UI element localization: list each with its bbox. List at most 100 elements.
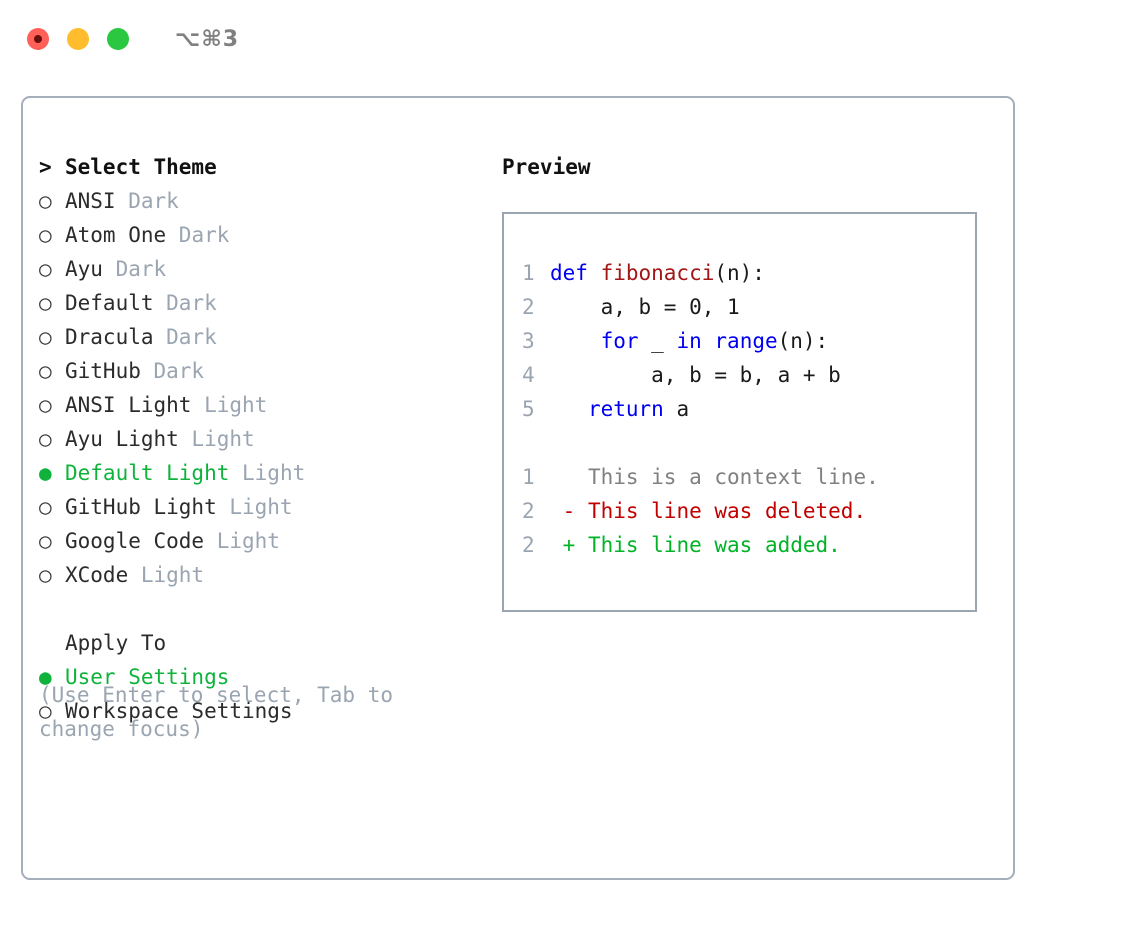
- line-number: 3: [522, 329, 535, 353]
- diff-line-del: 2 - This line was deleted.: [522, 494, 975, 528]
- preview-title: Preview: [502, 155, 591, 179]
- line-number: 1: [522, 261, 535, 285]
- radio-selected-icon: ●: [39, 665, 52, 689]
- theme-option-label: Google Code: [65, 529, 205, 553]
- theme-option-google-code[interactable]: ○ Google Code Light: [39, 524, 489, 558]
- code-token: a, b = b, a + b: [550, 363, 841, 387]
- line-number: 1: [522, 465, 535, 489]
- theme-list-header: >Select Theme: [39, 150, 489, 184]
- apply-to-options-list[interactable]: ●User Settings ○ Workspace Settings: [39, 660, 489, 728]
- code-line: 4 a, b = b, a + b: [522, 358, 975, 392]
- theme-picker-dialog: >Select Theme ○ANSI Dark○Atom One Dark○A…: [21, 96, 1015, 880]
- diff-line-add: 2 + This line was added.: [522, 528, 975, 562]
- radio-unselected-icon: ○: [39, 291, 52, 315]
- theme-option-default-light[interactable]: ● Default Light Light: [39, 456, 489, 490]
- code-line: 1 def fibonacci(n):: [522, 256, 975, 290]
- diff-marker: +: [550, 533, 588, 557]
- title-bar: ⌥⌘3: [0, 0, 1140, 78]
- theme-option-label: GitHub Light: [65, 495, 217, 519]
- theme-option-label: Default Light: [65, 461, 230, 485]
- minimize-window-button[interactable]: [67, 28, 89, 50]
- theme-option-default[interactable]: ○Default Dark: [39, 286, 489, 320]
- theme-option-dracula[interactable]: ○ Dracula Dark: [39, 320, 489, 354]
- radio-unselected-icon: ○: [39, 563, 52, 587]
- radio-unselected-icon: ○: [39, 529, 52, 553]
- theme-option-label: Ayu: [65, 257, 103, 281]
- radio-unselected-icon: ○: [39, 393, 52, 417]
- theme-option-github[interactable]: ○ GitHub Dark: [39, 354, 489, 388]
- theme-option-ayu-light[interactable]: ○ Ayu Light Light: [39, 422, 489, 456]
- theme-option-category: Dark: [166, 223, 230, 247]
- theme-option-label: ANSI: [65, 189, 116, 213]
- diff-line-ctx: 1 This is a context line.: [522, 460, 975, 494]
- apply-to-marker-placeholder: ·: [39, 626, 65, 660]
- theme-option-ayu[interactable]: ○Ayu Dark: [39, 252, 489, 286]
- apply-to-option-workspace-settings[interactable]: ○ Workspace Settings: [39, 694, 489, 728]
- zoom-window-button[interactable]: [107, 28, 129, 50]
- theme-option-label: ANSI Light: [65, 393, 192, 417]
- apply-to-title: Apply To: [65, 631, 167, 655]
- theme-option-category: Dark: [115, 189, 179, 213]
- theme-option-atom-one[interactable]: ○Atom One Dark: [39, 218, 489, 252]
- theme-option-category: Light: [229, 461, 306, 485]
- radio-unselected-icon: ○: [39, 427, 52, 451]
- code-diff-gap: [522, 426, 975, 460]
- radio-selected-icon: ●: [39, 461, 52, 485]
- close-window-button[interactable]: [27, 28, 49, 50]
- list-gap: [39, 592, 489, 626]
- code-line: 5 return a: [522, 392, 975, 426]
- code-token: [550, 329, 601, 353]
- line-number: 5: [522, 397, 535, 421]
- theme-option-xcode[interactable]: ○ XCode Light: [39, 558, 489, 592]
- theme-option-category: Light: [178, 427, 255, 451]
- line-number: 2: [522, 499, 535, 523]
- theme-option-label: Dracula: [65, 325, 154, 349]
- code-token: in: [676, 329, 702, 353]
- code-token: (n):: [714, 261, 765, 285]
- theme-option-category: Light: [128, 563, 205, 587]
- keyboard-shortcut-label: ⌥⌘3: [175, 26, 240, 52]
- radio-unselected-icon: ○: [39, 699, 52, 723]
- theme-option-category: Light: [204, 529, 280, 553]
- code-token: [550, 397, 588, 421]
- theme-option-category: Dark: [153, 291, 217, 315]
- theme-list-title: Select Theme: [65, 155, 217, 179]
- diff-text: This line was deleted.: [587, 499, 867, 523]
- theme-list-column: >Select Theme ○ANSI Dark○Atom One Dark○A…: [39, 150, 489, 728]
- apply-to-option-label: Workspace Settings: [65, 699, 293, 723]
- code-token: def: [550, 261, 601, 285]
- radio-unselected-icon: ○: [39, 223, 52, 247]
- code-line: 2 a, b = 0, 1: [522, 290, 975, 324]
- theme-option-label: GitHub: [65, 359, 141, 383]
- theme-option-category: Dark: [102, 257, 167, 281]
- diff-marker: -: [550, 499, 588, 523]
- diff-sample: 1 This is a context line.2 - This line w…: [522, 460, 975, 562]
- code-token: a: [663, 397, 690, 421]
- radio-unselected-icon: ○: [39, 495, 52, 519]
- code-token: [702, 329, 715, 353]
- radio-unselected-icon: ○: [39, 189, 52, 213]
- code-token: return: [587, 397, 664, 421]
- radio-unselected-icon: ○: [39, 325, 52, 349]
- theme-option-category: Dark: [153, 325, 217, 349]
- radio-unselected-icon: ○: [39, 359, 52, 383]
- theme-option-category: Light: [191, 393, 268, 417]
- code-token: fibonacci: [600, 261, 715, 285]
- code-token: range: [714, 329, 778, 353]
- theme-option-label: Ayu Light: [65, 427, 179, 451]
- code-token: a, b = 0, 1: [550, 295, 740, 319]
- theme-option-ansi-light[interactable]: ○ ANSI Light Light: [39, 388, 489, 422]
- theme-options-list[interactable]: ○ANSI Dark○Atom One Dark○Ayu Dark○Defaul…: [39, 184, 489, 592]
- theme-option-ansi[interactable]: ○ ANSI Dark: [39, 184, 489, 218]
- theme-option-label: XCode: [65, 563, 129, 587]
- theme-option-github-light[interactable]: ○ GitHub Light Light: [39, 490, 489, 524]
- apply-to-option-user-settings[interactable]: ●User Settings: [39, 660, 489, 694]
- diff-text: This line was added.: [587, 533, 841, 557]
- code-token: for: [600, 329, 639, 353]
- theme-option-category: Light: [216, 495, 293, 519]
- line-number: 2: [522, 295, 535, 319]
- theme-option-category: Dark: [140, 359, 205, 383]
